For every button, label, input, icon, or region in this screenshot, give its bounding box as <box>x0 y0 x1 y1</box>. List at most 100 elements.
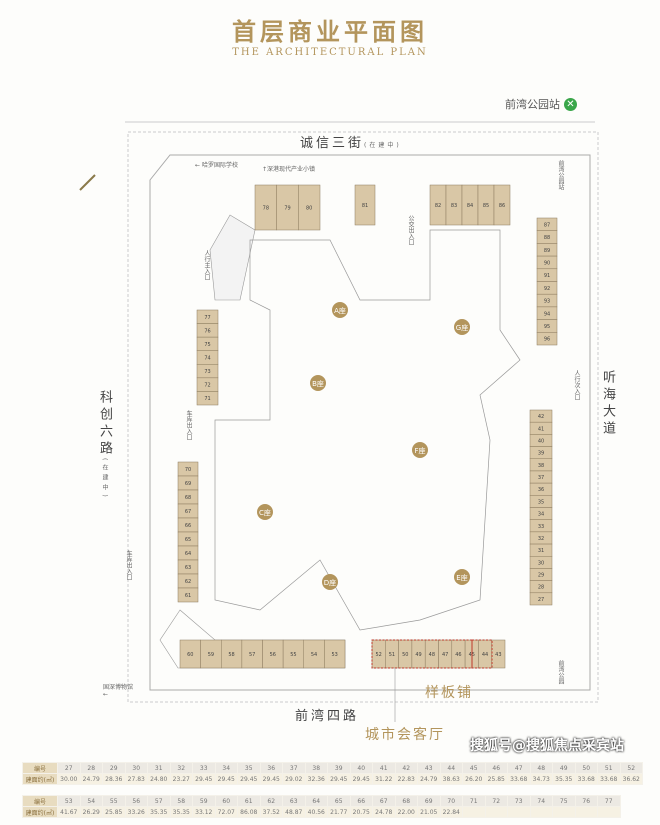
shop-unit-number: 70 <box>185 467 191 473</box>
unit-area-cell: 34.73 <box>529 773 553 785</box>
shop-unit-number: 32 <box>538 536 544 542</box>
shop-unit-number: 96 <box>544 337 550 343</box>
shop-unit-number: 82 <box>435 203 441 209</box>
site-boundary <box>127 131 599 703</box>
museum-label: 国深博物馆← <box>103 684 134 698</box>
unit-area-cell <box>507 806 531 818</box>
unit-area-cell: 72.07 <box>214 806 238 818</box>
shop-unit <box>493 184 511 226</box>
unit-id-cell: 72 <box>484 795 508 807</box>
shop-unit-number: 27 <box>538 597 544 603</box>
zone-label: A座 <box>334 306 346 315</box>
shop-unit <box>324 639 346 669</box>
ped-main-entrance-label: 人行主入口 <box>203 250 210 280</box>
shop-unit-number: 79 <box>284 206 290 212</box>
unit-id-cell: 54 <box>79 795 103 807</box>
shop-unit-number: 86 <box>499 203 505 209</box>
unit-area-cell: 29.45 <box>327 773 351 785</box>
zone-marker <box>412 442 428 458</box>
shop-unit-number: 60 <box>187 652 193 658</box>
unit-id-cell: 28 <box>79 762 103 774</box>
unit-id-cell: 57 <box>147 795 171 807</box>
zone-marker <box>322 574 338 590</box>
unit-id-cell: 68 <box>394 795 418 807</box>
shop-unit-number: 74 <box>204 356 210 362</box>
unit-area-cell: 29.45 <box>259 773 283 785</box>
shop-unit-number: 57 <box>249 652 255 658</box>
shop-unit-number: 90 <box>544 260 550 266</box>
compass-icon <box>79 174 96 191</box>
metro-icon: ✕ <box>564 97 577 111</box>
shop-unit <box>298 184 321 231</box>
shop-unit-number: 64 <box>185 551 191 557</box>
unit-area-cell: 24.80 <box>147 773 171 785</box>
shop-unit-number: 63 <box>185 565 191 571</box>
park-station-label: 前湾公园站 <box>557 160 564 190</box>
unit-id-cell: 53 <box>57 795 81 807</box>
unit-id-cell: 34 <box>214 762 238 774</box>
shop-unit-number: 81 <box>362 203 368 209</box>
zone-label: C座 <box>259 508 271 517</box>
unit-id-cell: 65 <box>327 795 351 807</box>
table-area-label: 建面约(㎡) <box>22 806 58 818</box>
unit-id-cell: 64 <box>304 795 328 807</box>
unit-id-cell: 71 <box>462 795 486 807</box>
zone-marker <box>310 375 326 391</box>
unit-area-cell: 37.52 <box>259 806 283 818</box>
watermark: 搜狐号@搜狐焦点采宾站 <box>470 738 624 754</box>
unit-area-cell <box>484 806 508 818</box>
shop-unit-number: 30 <box>538 560 544 566</box>
city-lounge-label: 城市会客厅 <box>365 727 445 743</box>
zone-label: E座 <box>456 573 467 582</box>
shop-unit-number: 72 <box>204 383 210 389</box>
zone-label: F座 <box>414 446 425 455</box>
unit-area-cell: 25.85 <box>102 806 126 818</box>
shop-unit-number: 36 <box>538 487 544 493</box>
unit-id-cell: 30 <box>124 762 148 774</box>
shop-unit-number: 68 <box>185 495 191 501</box>
road-east: 听海大道 <box>600 370 615 438</box>
shop-unit-number: 78 <box>263 206 269 212</box>
unit-id-cell: 75 <box>552 795 576 807</box>
shop-unit-number: 94 <box>544 311 550 317</box>
shop-unit-number: 40 <box>538 438 544 444</box>
unit-id-cell: 44 <box>439 762 463 774</box>
unit-id-cell: 36 <box>259 762 283 774</box>
unit-area-cell: 29.45 <box>192 773 216 785</box>
unit-id-cell: 29 <box>102 762 126 774</box>
road-south: 前湾四路 <box>295 709 360 724</box>
shop-unit-number: 46 <box>455 652 461 658</box>
inner-courtyard <box>214 229 521 631</box>
unit-area-cell <box>462 806 486 818</box>
shop-unit-number: 85 <box>483 203 489 209</box>
unit-id-cell: 74 <box>529 795 553 807</box>
shop-unit <box>536 332 558 346</box>
shop-unit-number: 50 <box>402 652 408 658</box>
unit-id-cell: 47 <box>507 762 531 774</box>
page-title: 首层商业平面图 <box>232 18 428 46</box>
unit-area-cell: 29.45 <box>214 773 238 785</box>
unit-id-cell: 31 <box>147 762 171 774</box>
plan-outline <box>149 154 591 691</box>
road-north: 诚信三街(在建中) <box>300 136 402 151</box>
zone-label: G座 <box>456 323 468 332</box>
zone-label: D座 <box>324 578 336 587</box>
unit-area-cell: 20.75 <box>349 806 373 818</box>
unit-id-cell: 27 <box>57 762 81 774</box>
shop-unit-number: 31 <box>538 548 544 554</box>
unit-area-cell: 86.08 <box>237 806 261 818</box>
unit-area-cell: 29.45 <box>349 773 373 785</box>
station-name: 前湾公园站 <box>505 98 560 111</box>
shop-unit-number: 83 <box>451 203 457 209</box>
unit-id-cell: 67 <box>372 795 396 807</box>
shop-unit-number: 47 <box>442 652 448 658</box>
unit-area-cell: 21.77 <box>327 806 351 818</box>
shop-unit-number: 92 <box>544 286 550 292</box>
unit-id-cell: 32 <box>169 762 193 774</box>
unit-area-cell: 22.00 <box>394 806 418 818</box>
ped-side-entrance-label: 人行次入口 <box>573 370 580 400</box>
shop-unit-number: 76 <box>204 328 210 334</box>
unit-id-cell: 61 <box>237 795 261 807</box>
unit-area-cell: 25.85 <box>484 773 508 785</box>
